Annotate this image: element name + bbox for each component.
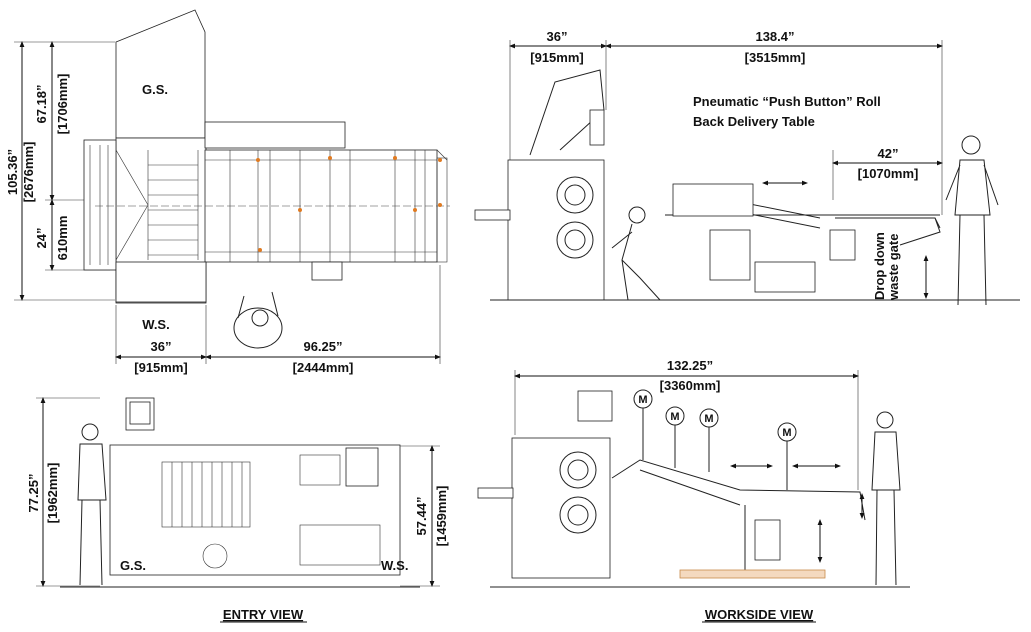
person-front <box>77 423 107 586</box>
waste-gate-label-2: waste gate <box>886 234 901 301</box>
motor-label-3: M <box>704 413 713 425</box>
sensor-markers <box>256 156 442 252</box>
entry-gear-side-label: G.S. <box>120 558 146 573</box>
length-in: 138.4” <box>755 29 794 44</box>
length-mm: [3515mm] <box>745 50 806 65</box>
entry-height-mm: [1962mm] <box>45 463 60 524</box>
operator-figure <box>233 291 283 349</box>
entry-view: 77.25” [1962mm] G.S. W.S. 57.44” [1459mm… <box>26 397 449 623</box>
delivery-table-title-1: Pneumatic “Push Button” Roll <box>693 94 881 109</box>
upper-height-mm: [1706mm] <box>55 74 70 135</box>
workside-control-panel <box>577 390 613 422</box>
side-view-upper: 36” [915mm] 138.4” [3515mm] 42” [1070mm]… <box>474 29 1020 306</box>
entry-mm: [915mm] <box>530 50 583 65</box>
operator-crouching <box>611 206 661 301</box>
upper-height-in: 67.18” <box>34 84 49 123</box>
entry-height-in: 77.25” <box>26 473 41 512</box>
gear-side-label: G.S. <box>142 82 168 97</box>
entry-in: 36” <box>547 29 568 44</box>
total-height-in: 105.36” <box>5 149 20 195</box>
waste-gate-label-1: Drop down <box>872 232 887 300</box>
workside-length-in: 132.25” <box>667 358 713 373</box>
person-standing <box>945 135 999 306</box>
entry-width-in: 36” <box>151 339 172 354</box>
entry-right-mm: [1459mm] <box>434 486 449 547</box>
workside-person <box>871 411 901 586</box>
motor-label-2: M <box>670 411 679 423</box>
body-length-in: 96.25” <box>303 339 342 354</box>
table-mm: [1070mm] <box>858 166 919 181</box>
workside-length-mm: [3360mm] <box>660 378 721 393</box>
motor-symbols: M M M M <box>633 389 797 490</box>
work-side-label: W.S. <box>142 317 169 332</box>
entry-work-side-label: W.S. <box>381 558 408 573</box>
delivery-table-title-2: Back Delivery Table <box>693 114 815 129</box>
plan-view: 105.36” [2676mm] 67.18” [1706mm] 24” 610… <box>5 9 450 375</box>
lower-height-mm: 610mm <box>55 216 70 261</box>
body-length-mm: [2444mm] <box>293 360 354 375</box>
workside-view: 132.25” [3360mm] M M M M <box>477 358 910 623</box>
entry-view-caption: ENTRY VIEW <box>223 607 304 622</box>
entry-width-mm: [915mm] <box>134 360 187 375</box>
electrical-box <box>345 447 379 487</box>
total-height-mm: [2676mm] <box>21 142 36 203</box>
workside-view-caption: WORKSIDE VIEW <box>705 607 814 622</box>
lower-height-in: 24” <box>34 228 49 249</box>
motor-label-4: M <box>782 427 791 439</box>
entry-right-in: 57.44” <box>414 496 429 535</box>
table-in: 42” <box>878 146 899 161</box>
motor-label-1: M <box>638 394 647 406</box>
print-unit <box>507 159 605 301</box>
feed-hopper <box>115 9 206 139</box>
